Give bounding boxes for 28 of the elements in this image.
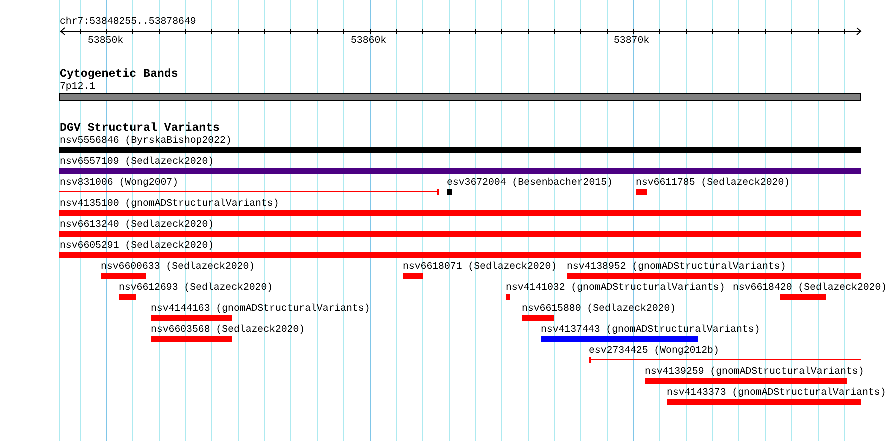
- variant-label: nsv4141032 (gnomADStructuralVariants): [506, 282, 726, 292]
- variant-label: esv2734425 (Wong2012b): [589, 344, 720, 356]
- variant-label: nsv6615880 (Sedlazeck2020): [522, 302, 676, 314]
- locus-label: chr7:53848255..53878649: [60, 16, 196, 26]
- variant-label: nsv4137443 (gnomADStructuralVariants): [541, 324, 760, 334]
- variant-label: nsv6613240 (Sedlazeck2020): [60, 218, 214, 230]
- variant-label: nsv6618071 (Sedlazeck2020): [403, 260, 558, 272]
- variant-label: nsv4143373 (gnomADStructuralVariants): [667, 386, 886, 398]
- variant-label: esv3672004 (Besenbacher2015): [447, 176, 613, 188]
- tick-label: 53850k: [88, 34, 124, 46]
- tick-label: 53870k: [614, 34, 650, 46]
- track-title: Cytogenetic Bands: [60, 68, 178, 80]
- variant-label: nsv6603568 (Sedlazeck2020): [151, 324, 306, 334]
- variant-label: nsv4144163 (gnomADStructuralVariants): [151, 302, 370, 314]
- variant-label: nsv5556846 (ByrskaBishop2022): [60, 134, 232, 146]
- variant-label: nsv4139259 (gnomADStructuralVariants): [645, 366, 864, 376]
- variant-label: nsv831006 (Wong2007): [60, 176, 179, 188]
- track-title: DGV Structural Variants: [60, 122, 220, 134]
- variant-label: nsv6605291 (Sedlazeck2020): [60, 240, 214, 250]
- variant-label: nsv4138952 (gnomADStructuralVariants): [567, 260, 786, 272]
- tick-label: 53860k: [351, 34, 387, 46]
- band-label: 7p12.1: [60, 80, 96, 92]
- variant-label: nsv6557109 (Sedlazeck2020): [60, 156, 214, 166]
- variant-label: nsv6618420 (Sedlazeck2020): [733, 282, 888, 292]
- variant-label: nsv6611785 (Sedlazeck2020): [636, 176, 790, 188]
- variant-label: nsv6612693 (Sedlazeck2020): [119, 282, 274, 292]
- variant-label: nsv4135100 (gnomADStructuralVariants): [60, 198, 280, 208]
- variant-label: nsv6600633 (Sedlazeck2020): [101, 260, 256, 272]
